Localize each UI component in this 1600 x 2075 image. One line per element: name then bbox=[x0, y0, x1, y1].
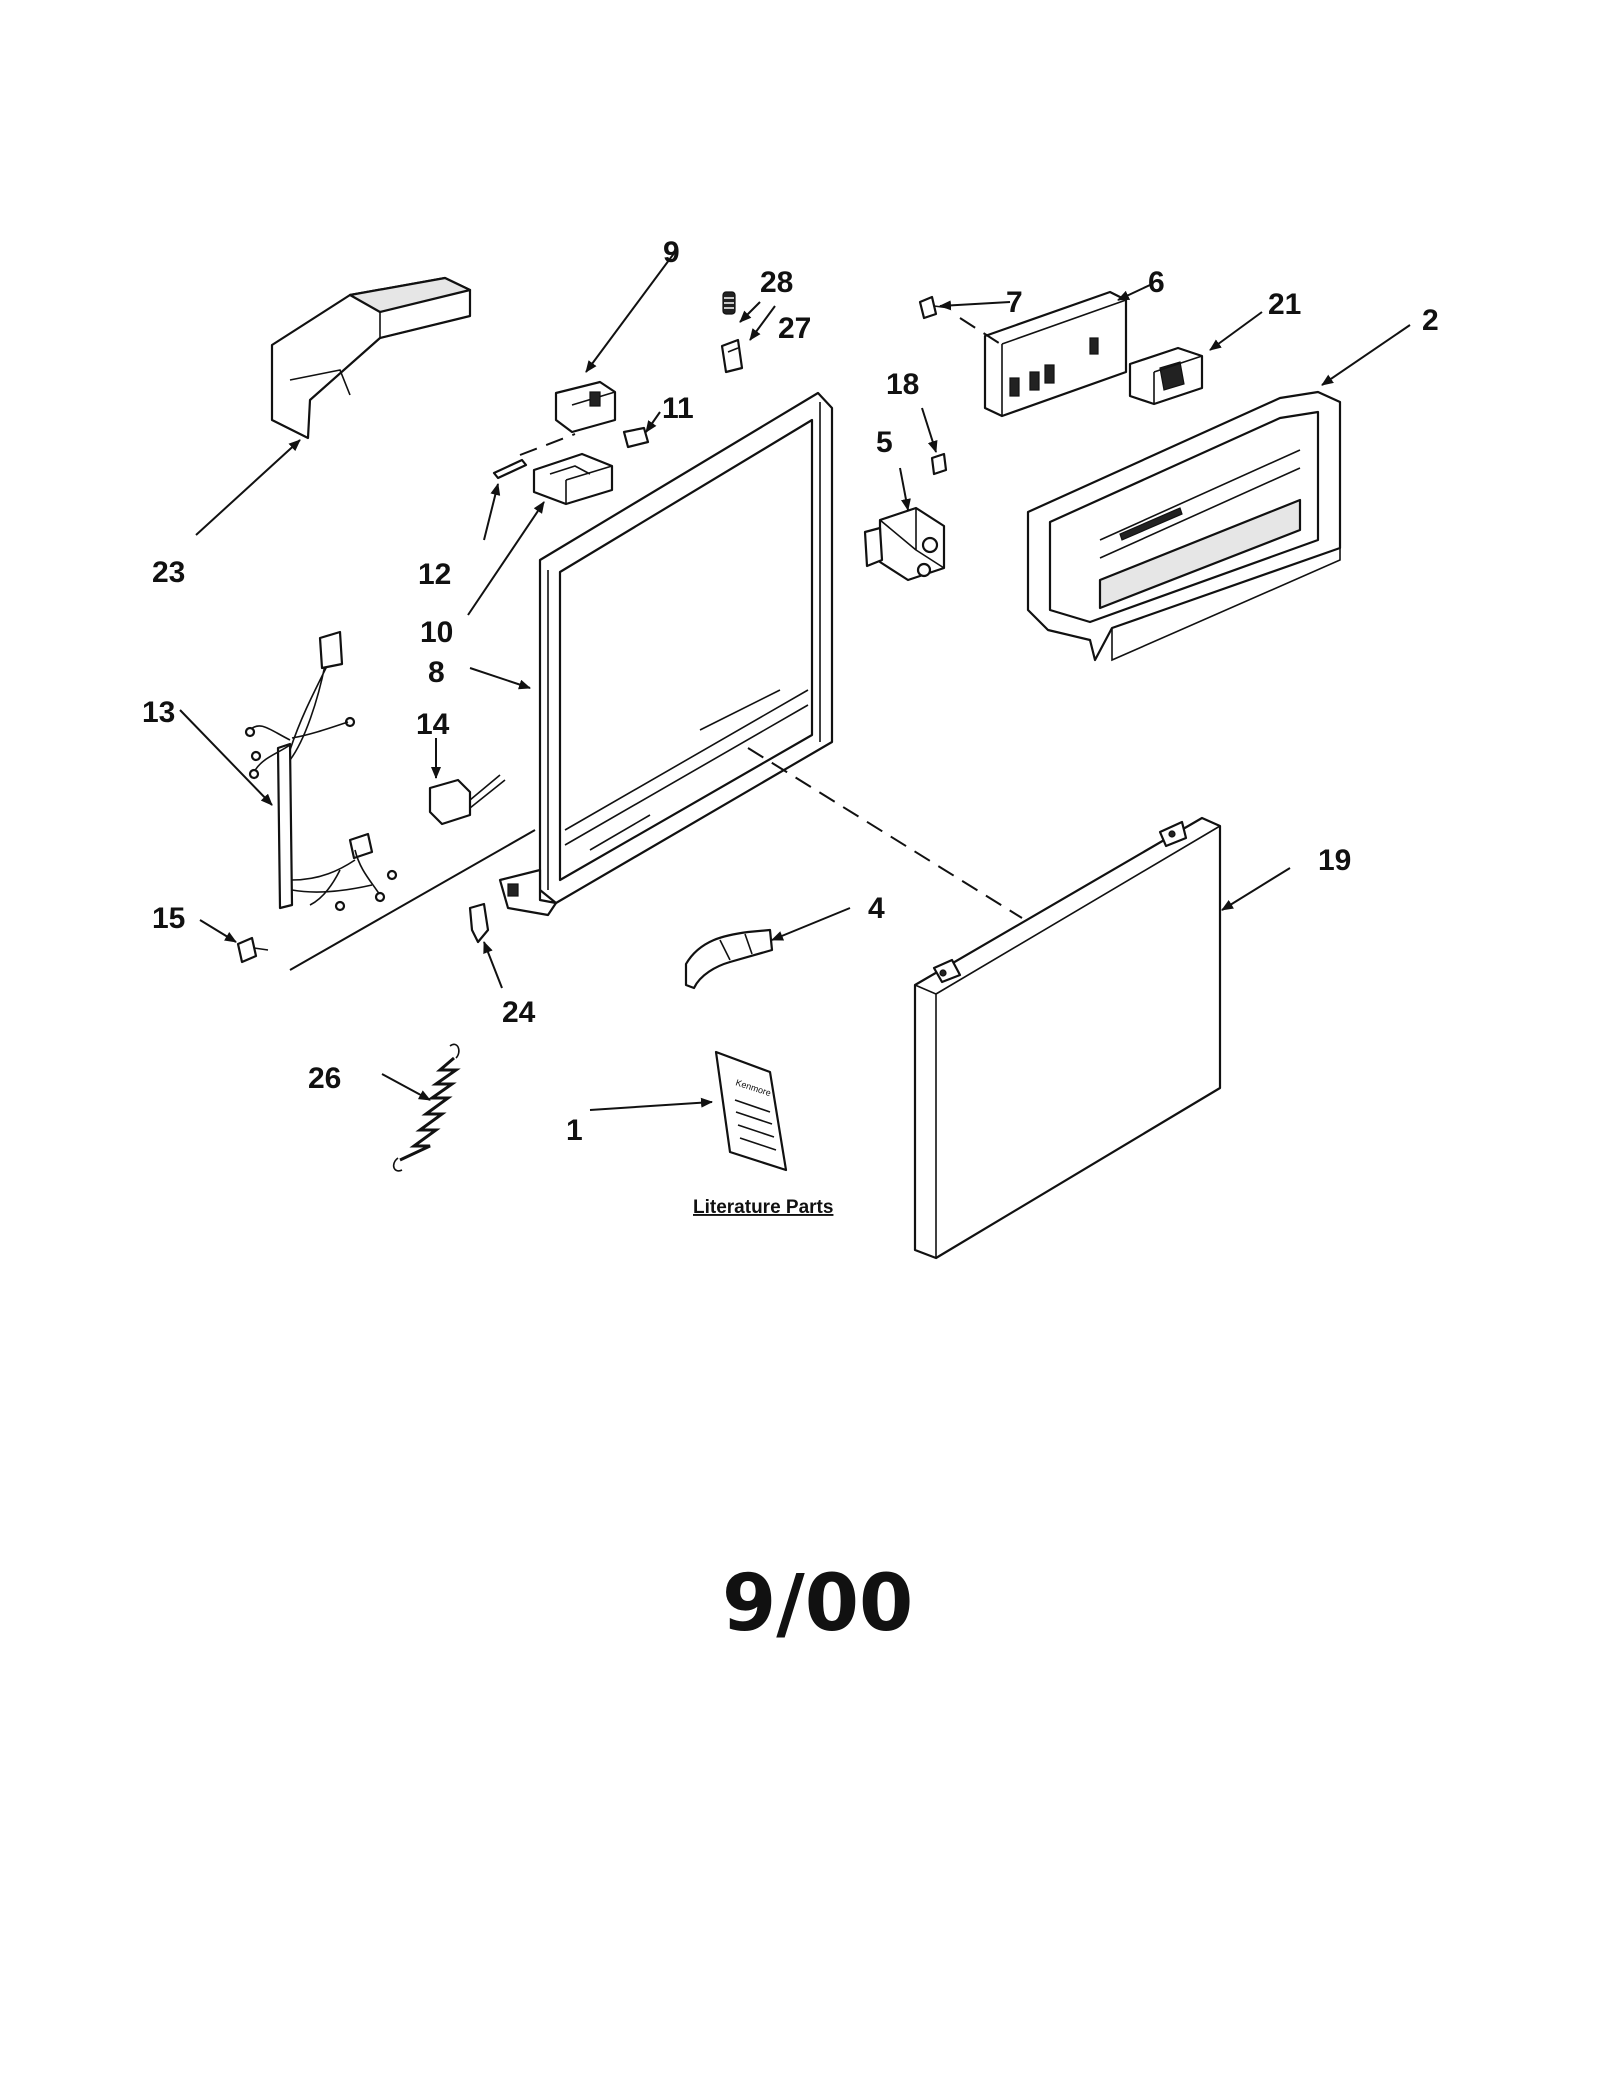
part-21-switch-block bbox=[1128, 346, 1204, 406]
leader-lines bbox=[179, 251, 1411, 1111]
callout-15: 15 bbox=[152, 902, 185, 935]
part-6-control-board bbox=[983, 290, 1128, 418]
part-15-screw bbox=[236, 936, 269, 964]
part-7-screw bbox=[918, 295, 951, 320]
callout-4: 4 bbox=[868, 892, 885, 925]
part-14-switch bbox=[428, 774, 506, 826]
part-27-knob bbox=[720, 338, 744, 374]
literature-parts-label: Literature Parts bbox=[693, 1197, 833, 1218]
part-19-door-panel bbox=[913, 816, 1222, 1260]
callout-14: 14 bbox=[416, 708, 450, 741]
part-8-door-frame bbox=[498, 391, 834, 917]
callout-24: 24 bbox=[502, 996, 536, 1029]
callout-27: 27 bbox=[778, 312, 811, 345]
part-26-spring bbox=[392, 1043, 461, 1172]
callout-6: 6 bbox=[1148, 266, 1165, 299]
callout-10: 10 bbox=[420, 616, 453, 649]
callout-26: 26 bbox=[308, 1062, 341, 1095]
callout-18: 18 bbox=[886, 368, 919, 401]
callout-1: 1 bbox=[566, 1114, 583, 1147]
part-2-control-panel bbox=[1026, 390, 1342, 662]
part-9-latch bbox=[554, 380, 617, 434]
part-12-pin bbox=[492, 458, 528, 480]
callout-11: 11 bbox=[662, 392, 694, 425]
part-11-clip bbox=[622, 426, 650, 449]
part-1-literature: Kenmore Literature Parts bbox=[693, 1050, 833, 1218]
callout-12: 12 bbox=[418, 558, 451, 591]
callout-19: 19 bbox=[1318, 844, 1351, 877]
callout-labels: 9 28 27 11 12 10 23 8 13 14 15 24 4 26 1… bbox=[142, 236, 1439, 1147]
part-4-bracket bbox=[684, 928, 774, 990]
part-5-switch-module bbox=[863, 506, 946, 582]
callout-2: 2 bbox=[1422, 304, 1439, 337]
part-18-clip bbox=[930, 452, 948, 476]
part-10-bracket bbox=[532, 452, 614, 506]
callout-21: 21 bbox=[1268, 288, 1301, 321]
callout-5: 5 bbox=[876, 426, 893, 459]
callout-23: 23 bbox=[152, 556, 185, 589]
callout-7: 7 bbox=[1006, 286, 1023, 319]
callout-9: 9 bbox=[663, 236, 680, 269]
callout-28: 28 bbox=[760, 266, 793, 299]
callout-13: 13 bbox=[142, 696, 175, 729]
part-28-spring bbox=[722, 291, 736, 315]
part-13-wire-harness bbox=[244, 630, 398, 912]
part-23-cover bbox=[270, 276, 472, 440]
date-label: 9/00 bbox=[722, 1559, 913, 1649]
part-24-clip bbox=[468, 902, 490, 944]
callout-8: 8 bbox=[428, 656, 445, 689]
